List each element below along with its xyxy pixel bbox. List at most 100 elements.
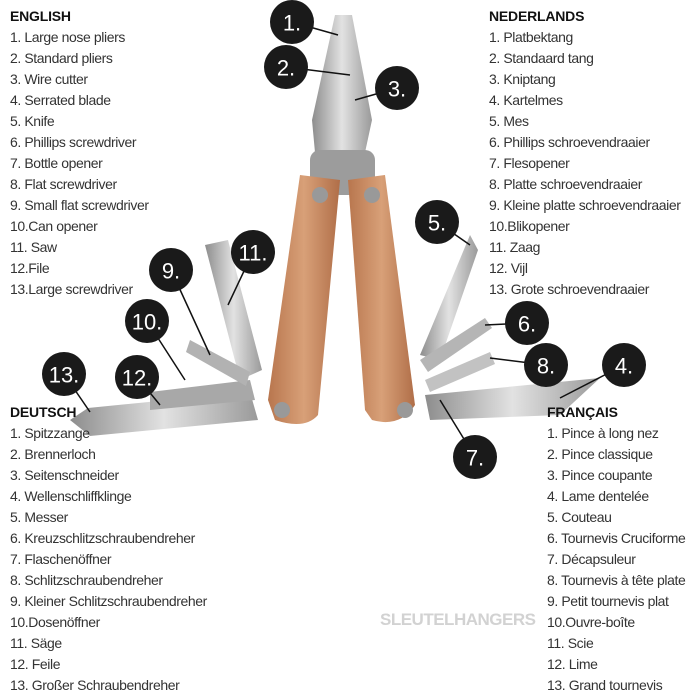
- callout-10: 10.: [125, 299, 169, 343]
- knife-blade: [420, 235, 478, 360]
- callout-number: 4.: [615, 354, 633, 379]
- rivet: [274, 402, 290, 418]
- list-item: 6. Phillips schroevendraaier: [489, 134, 650, 150]
- list-item: 10.Can opener: [10, 218, 98, 234]
- list-item: 9. Small flat screwdriver: [10, 197, 149, 213]
- callout-circle: [115, 355, 159, 399]
- callout-8: 8.: [524, 343, 568, 387]
- file-blade: [150, 380, 255, 410]
- dutch-list: NEDERLANDS 1. Platbektang 2. Standaard ta…: [489, 6, 681, 300]
- list-item: 4. Serrated blade: [10, 92, 111, 108]
- callout-5: 5.: [415, 200, 459, 244]
- callout-number: 13.: [49, 363, 80, 388]
- callout-circle: [264, 45, 308, 89]
- list-item: 2. Standard pliers: [10, 50, 113, 66]
- list-item: 8. Schlitzschraubendreher: [10, 572, 163, 588]
- rivet: [312, 187, 328, 203]
- watermark: SLEUTELHANGERS: [380, 610, 536, 629]
- callout-number: 5.: [428, 211, 446, 236]
- callout-number: 8.: [537, 354, 555, 379]
- callout-circle: [270, 0, 314, 44]
- list-item: 3. Kniptang: [489, 71, 556, 87]
- callout-circle: [602, 343, 646, 387]
- list-item: 7. Bottle opener: [10, 155, 103, 171]
- callout-circle: [415, 200, 459, 244]
- list-item: 2. Standaard tang: [489, 50, 594, 66]
- list-item: 7. Flaschenöffner: [10, 551, 112, 567]
- callout-number: 2.: [277, 56, 295, 81]
- list-item: 12. Feile: [10, 656, 61, 672]
- list-item: 2. Pince classique: [547, 446, 653, 462]
- english-list: ENGLISH 1. Large nose pliers 2. Standard …: [10, 6, 149, 300]
- right-handle: [348, 175, 415, 423]
- list-item: 6. Tournevis Cruciforme: [547, 530, 686, 546]
- list-item: 7. Flesopener: [489, 155, 570, 171]
- list-item: 11. Scie: [547, 635, 594, 651]
- list-item: 10.Ouvre-boîte: [547, 614, 635, 630]
- list-item: 10.Dosenöffner: [10, 614, 100, 630]
- english-heading: ENGLISH: [10, 8, 71, 24]
- list-item: 8. Tournevis à tête plate: [547, 572, 686, 588]
- list-item: 12.File: [10, 260, 50, 276]
- callout-circle: [505, 301, 549, 345]
- callout-number: 12.: [122, 366, 153, 391]
- callout-circle: [231, 230, 275, 274]
- dutch-items: 1. Platbektang 2. Standaard tang 3. Knipta…: [489, 27, 681, 300]
- callout-2: 2.: [264, 45, 308, 89]
- list-item: 6. Phillips screwdriver: [10, 134, 137, 150]
- callout-9: 9.: [149, 248, 193, 292]
- list-item: 5. Knife: [10, 113, 55, 129]
- callout-7: 7.: [453, 435, 497, 479]
- callout-circle: [453, 435, 497, 479]
- callout-number: 11.: [239, 241, 268, 266]
- list-item: 2. Brennerloch: [10, 446, 96, 462]
- list-item: 7. Décapsuleur: [547, 551, 636, 567]
- list-item: 8. Flat screwdriver: [10, 176, 117, 192]
- callout-circle: [375, 66, 419, 110]
- list-item: 11. Saw: [10, 239, 57, 255]
- list-item: 4. Lame dentelée: [547, 488, 649, 504]
- callout-number: 3.: [388, 77, 406, 102]
- phillips-blade: [420, 318, 492, 372]
- callouts: 1. 2. 3. 4. 5. 6. 7. 8. 9. 10. 11. 12. 13.: [42, 0, 646, 479]
- dutch-heading: NEDERLANDS: [489, 8, 585, 24]
- list-item: 8. Platte schroevendraaier: [489, 176, 643, 192]
- callout-circle: [149, 248, 193, 292]
- callout-number: 9.: [162, 259, 180, 284]
- list-item: 13. Grote schroevendraaier: [489, 281, 650, 297]
- pliers-jaws: [312, 15, 372, 185]
- callout-4: 4.: [602, 343, 646, 387]
- callout-circle: [125, 299, 169, 343]
- list-item: 12. Lime: [547, 656, 598, 672]
- list-item: 6. Kreuzschlitzschraubendreher: [10, 530, 195, 546]
- callout-number: 7.: [466, 446, 484, 471]
- german-heading: DEUTSCH: [10, 404, 77, 420]
- list-item: 9. Kleiner Schlitzschraubendreher: [10, 593, 207, 609]
- list-item: 9. Kleine platte schroevendraaier: [489, 197, 681, 213]
- list-item: 11. Zaag: [489, 239, 541, 255]
- list-item: 1. Platbektang: [489, 29, 573, 45]
- list-item: 5. Couteau: [547, 509, 612, 525]
- list-item: 13. Grand tournevis: [547, 677, 663, 693]
- list-item: 13. Großer Schraubendreher: [10, 677, 180, 693]
- list-item: 3. Pince coupante: [547, 467, 653, 483]
- callout-3: 3.: [375, 66, 419, 110]
- list-item: 11. Säge: [10, 635, 62, 651]
- callout-number: 6.: [518, 312, 536, 337]
- list-item: 4. Wellenschliffklinge: [10, 488, 132, 504]
- list-item: 12. Vijl: [489, 260, 528, 276]
- list-item: 3. Seitenschneider: [10, 467, 119, 483]
- french-heading: FRANÇAIS: [547, 404, 618, 420]
- callout-1: 1.: [270, 0, 314, 44]
- saw-blade: [205, 240, 262, 380]
- callout-13: 13.: [42, 352, 86, 396]
- list-item: 1. Large nose pliers: [10, 29, 125, 45]
- rivet: [397, 402, 413, 418]
- rivet: [364, 187, 380, 203]
